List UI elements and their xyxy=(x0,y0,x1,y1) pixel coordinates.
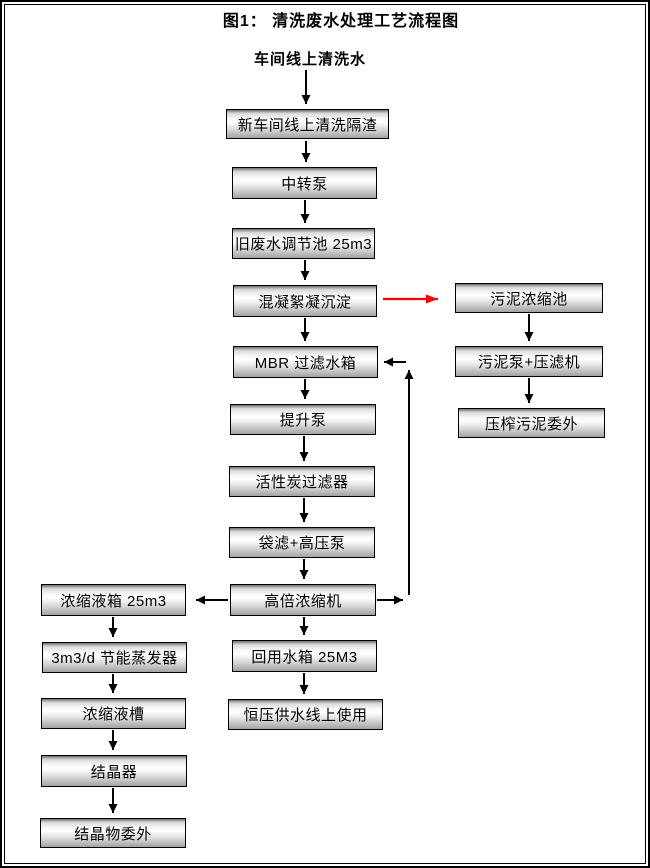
node-constant-pressure-supply: 恒压供水线上使用 xyxy=(228,699,383,730)
node-bag-filter-high-pressure-pump: 袋滤+高压泵 xyxy=(229,527,375,558)
node-lift-pump: 提升泵 xyxy=(230,404,376,435)
node-reuse-water-tank: 回用水箱 25M3 xyxy=(232,640,377,672)
node-new-line-screening: 新车间线上清洗隔渣 xyxy=(226,109,389,139)
figure-title: 图1： 清洗废水处理工艺流程图 xyxy=(222,13,460,30)
node-activated-carbon-filter: 活性炭过滤器 xyxy=(229,466,375,497)
node-sludge-thickener: 污泥浓缩池 xyxy=(455,283,603,313)
node-sludge-pump-filter-press: 污泥泵+压滤机 xyxy=(455,346,603,377)
node-energy-saving-evaporator: 3m3/d 节能蒸发器 xyxy=(42,642,187,673)
node-concentrate-tank: 浓缩液箱 25m3 xyxy=(41,584,186,616)
node-coagulation-sedimentation: 混凝絮凝沉淀 xyxy=(233,285,377,317)
node-concentrate-trough: 浓缩液槽 xyxy=(41,698,186,729)
node-pressed-sludge-outsourced: 压榨污泥委外 xyxy=(458,408,605,438)
node-transfer-pump: 中转泵 xyxy=(232,167,377,199)
node-mbr-filter-tank: MBR 过滤水箱 xyxy=(233,346,378,378)
node-crystals-outsourced: 结晶物委外 xyxy=(40,818,186,848)
node-crystallizer: 结晶器 xyxy=(41,755,187,787)
node-high-ratio-concentrator: 高倍浓缩机 xyxy=(230,584,376,616)
source-stream-label: 车间线上清洗水 xyxy=(253,51,366,68)
node-old-wastewater-equalization-tank: 旧废水调节池 25m3 xyxy=(232,228,375,259)
